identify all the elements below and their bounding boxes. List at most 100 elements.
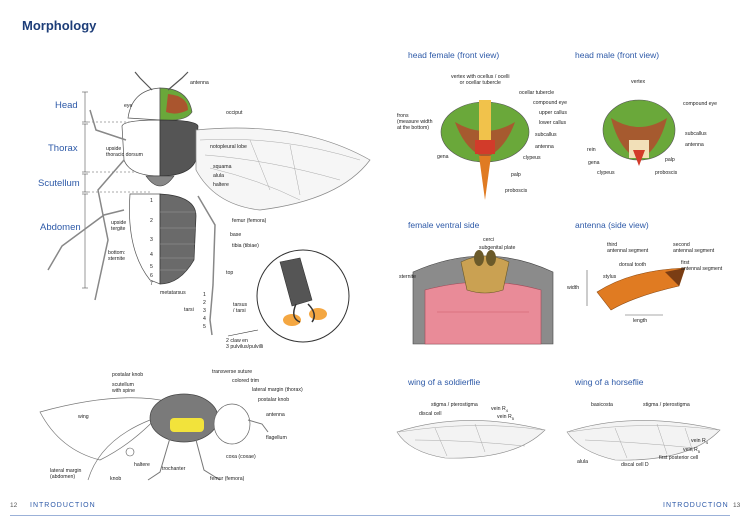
label-knob: knob <box>110 476 122 482</box>
vein-r5-text: vein R <box>497 414 512 420</box>
label-gena-female: gena <box>437 154 449 160</box>
label-scutellum-spine: scutellum with spine <box>112 382 136 394</box>
label-trochanter: trochanter <box>162 466 186 472</box>
label-upside-tergite: upside tergite <box>111 220 127 232</box>
segment-number: 1 <box>150 198 153 204</box>
abdomen-segment-lines <box>160 211 196 271</box>
cerci-left <box>474 250 484 266</box>
label-proboscis-male: proboscis <box>655 170 678 176</box>
abdomen-right-half <box>159 193 197 285</box>
vein-r5-sub: 5 <box>511 416 514 422</box>
page-number-left: 12 <box>10 502 18 509</box>
side-antenna <box>247 419 269 433</box>
wing-veins <box>199 138 361 201</box>
label-stigma-soldier: stigma / pterostigma <box>431 402 478 408</box>
label-compound-eye-female: compound eye <box>533 100 568 106</box>
label-postalar-knob: postalar knob <box>112 372 144 378</box>
abdomen-left-half <box>129 193 161 285</box>
label-wing: wing <box>78 414 89 420</box>
label-claw: 2 claw en 3 pulvilus/pulvilli <box>226 338 264 350</box>
side-leg-2 <box>195 439 221 481</box>
side-abdomen-curve <box>87 419 151 481</box>
label-rein: rein <box>587 147 596 153</box>
heading-wing-horsefly: wing of a horseflie <box>575 377 644 387</box>
label-femur-side: femur (femora) <box>210 476 245 482</box>
label-clypeus-male: clypeus <box>597 170 615 176</box>
ventral-subgenital-plate <box>460 255 510 294</box>
region-scutellum: Scutellum <box>38 178 80 189</box>
label-frons: frons (measure width at the bottom) <box>397 113 433 131</box>
label-antenna-side: antenna <box>266 412 285 418</box>
label-antenna: antenna <box>190 80 209 86</box>
tarsal-number: 1 <box>203 292 206 298</box>
antenna-right <box>167 71 189 91</box>
label-subgenital-plate: subgenital plate <box>479 245 516 251</box>
antenna-left <box>134 71 153 91</box>
heading-female-ventral: female ventral side <box>408 220 480 230</box>
label-dorsal-tooth: dorsal tooth <box>619 262 647 268</box>
label-vein-r5-soldier: vein R5 <box>497 414 514 422</box>
tarsal-number: 4 <box>203 316 206 322</box>
page-title: Morphology <box>22 18 97 33</box>
label-stylus: stylus <box>603 274 617 280</box>
colored-trim-patch <box>170 418 204 432</box>
region-head: Head <box>55 100 78 111</box>
label-ocellar-tubercle: ocellar tubercle <box>519 90 555 96</box>
label-second-segment: second antennal segment <box>673 242 715 254</box>
right-diagrams <box>396 99 721 461</box>
footer-rule-left <box>10 515 375 516</box>
label-tibia: tibia (tibiae) <box>232 243 259 249</box>
eye-red-patch <box>166 94 188 114</box>
label-palp-female: palp <box>511 172 521 178</box>
haltere-knob <box>125 447 135 457</box>
label-alula: alula <box>213 173 224 179</box>
page-number-right: 13 <box>733 502 741 509</box>
label-postalar-knob-2: postalar knob <box>258 397 290 403</box>
label-squama: squama <box>213 164 232 170</box>
region-thorax: Thorax <box>48 143 78 154</box>
segment-number: 4 <box>150 252 153 258</box>
label-subcallus-female: subcallus <box>535 132 557 138</box>
label-vein-r4-horse: vein R4 <box>691 438 708 446</box>
male-proboscis <box>633 150 645 166</box>
heading-wing-soldierfly: wing of a soldierflie <box>408 377 481 387</box>
segment-number: 3 <box>150 237 153 243</box>
label-stigma-horse: stigma / pterostigma <box>643 402 690 408</box>
heading-head-female: head female (front view) <box>408 50 500 60</box>
left-page: Morphology <box>10 18 375 516</box>
segment-number: 6 <box>150 273 153 279</box>
label-discal-cell-d: discal cell D <box>621 462 649 468</box>
label-compound-eye-male: compound eye <box>683 101 718 107</box>
tarsal-number: 2 <box>203 300 206 306</box>
pulvillus-left <box>283 314 301 326</box>
region-abdomen: Abdomen <box>40 222 81 233</box>
label-sternite: sternite <box>399 274 417 280</box>
label-palp-male: palp <box>665 157 675 163</box>
magnifier-pointer <box>227 329 259 337</box>
label-haltere-side: haltere <box>134 462 150 468</box>
label-occiput: occiput <box>226 110 243 116</box>
legs <box>47 109 216 336</box>
label-bottom-sternite: bottom: sternite <box>108 250 126 262</box>
label-haltere: haltere <box>213 182 229 188</box>
claw-right <box>307 303 315 323</box>
fly-diagram <box>39 71 371 481</box>
vein-r4-text: vein R <box>491 406 506 412</box>
label-antenna-female: antenna <box>535 144 554 150</box>
soldierfly-veins <box>398 423 544 457</box>
label-colored-trim: colored trim <box>232 378 260 384</box>
female-frons <box>479 100 491 140</box>
tarsal-number: 5 <box>203 324 206 330</box>
right-page: head female (front view) head male (fron… <box>375 0 750 530</box>
heading-antenna-side: antenna (side view) <box>575 220 649 230</box>
label-vertex-female: vertex with ocellus / ocelli or ocellar … <box>451 74 510 86</box>
label-vein-r4-soldier: vein R4 <box>491 406 508 414</box>
label-width: width <box>567 285 580 291</box>
soldierfly-wing <box>396 420 546 459</box>
male-face <box>629 140 649 158</box>
vein-r4-sub: 4 <box>505 408 508 414</box>
label-coxa: coxa (coxae) <box>226 454 256 460</box>
segment-number: 2 <box>150 218 153 224</box>
label-first-posterior-cell: first posterior cell <box>659 455 699 461</box>
label-notopleural-lobe: notopleural lobe <box>210 144 247 150</box>
